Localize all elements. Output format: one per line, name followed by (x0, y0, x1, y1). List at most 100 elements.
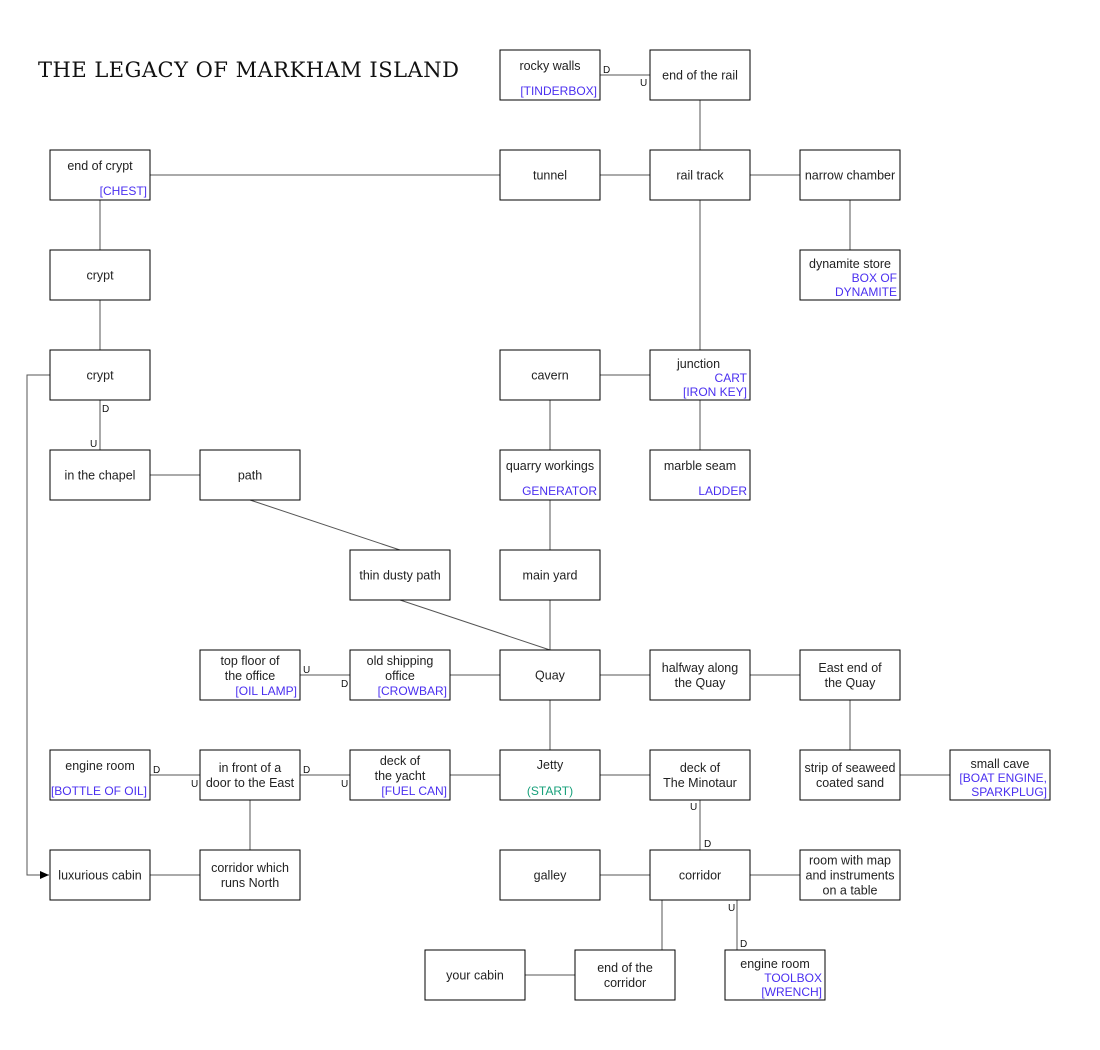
room-end-of-rail: end of the rail (649, 49, 751, 101)
direction-label: D (153, 765, 160, 776)
room-box (499, 49, 601, 101)
room-box (574, 949, 676, 1001)
room-box (49, 449, 151, 501)
room-box (499, 349, 601, 401)
room-box (799, 649, 901, 701)
room-tunnel: tunnel (499, 149, 601, 201)
room-item: TOOLBOX (764, 971, 822, 985)
room-name: the Quay (825, 676, 876, 690)
direction-label: U (640, 78, 647, 89)
room-box (49, 249, 151, 301)
direction-label: D (102, 404, 109, 415)
connection-line (26, 374, 50, 879)
room-box (799, 149, 901, 201)
room-name: strip of seaweed (804, 761, 895, 775)
room-narrow-chamber: narrow chamber (799, 149, 901, 201)
room-name: galley (534, 869, 567, 883)
room-name: cavern (531, 369, 569, 383)
room-quay: Quay (499, 649, 601, 701)
room-name: Jetty (537, 758, 564, 772)
room-box (649, 349, 751, 401)
room-cavern: cavern (499, 349, 601, 401)
room-name: quarry workings (506, 459, 594, 473)
start-marker: (START) (527, 784, 573, 798)
connection-line (249, 499, 401, 551)
room-name: the yacht (375, 769, 426, 783)
room-item: [CROWBAR] (378, 684, 447, 698)
room-box (499, 549, 601, 601)
room-main-yard: main yard (499, 549, 601, 601)
room-thin-dusty-path: thin dusty path (349, 549, 451, 601)
room-box (199, 849, 301, 901)
room-item: DYNAMITE (835, 285, 897, 299)
room-box (199, 649, 301, 701)
room-box (949, 749, 1051, 801)
direction-label: U (303, 665, 310, 676)
room-name: marble seam (664, 459, 736, 473)
connection: UD (300, 665, 350, 690)
room-box (49, 149, 151, 201)
room-box (349, 649, 451, 701)
room-box (424, 949, 526, 1001)
room-box (199, 749, 301, 801)
room-name: engine room (740, 957, 810, 971)
room-box (649, 449, 751, 501)
room-name: corridor which (211, 861, 289, 875)
rooms-layer: rocky walls[TINDERBOX]end of the railend… (49, 49, 1051, 1001)
room-name: your cabin (446, 969, 504, 983)
room-item: [BOTTLE OF OIL] (51, 784, 147, 798)
room-small-cave: small cave[BOAT ENGINE,SPARKPLUG] (949, 749, 1051, 801)
connection (249, 499, 401, 551)
room-item: [FUEL CAN] (381, 784, 447, 798)
connection: DU (150, 765, 200, 790)
map-title: THE LEGACY OF MARKHAM ISLAND (38, 58, 460, 82)
connection: UD (728, 900, 747, 950)
room-name: corridor (604, 976, 646, 990)
room-name: the Quay (675, 676, 726, 690)
room-luxurious-cabin: luxurious cabin (49, 849, 151, 901)
room-name: on a table (823, 884, 878, 898)
room-name: old shipping (367, 654, 434, 668)
room-in-the-chapel: in the chapel (49, 449, 151, 501)
connection (399, 599, 551, 651)
room-name: runs North (221, 876, 279, 890)
room-name: The Minotaur (663, 776, 737, 790)
room-item: CART (715, 371, 748, 385)
room-name: corridor (679, 869, 721, 883)
connection: DU (600, 65, 650, 89)
room-galley: galley (499, 849, 601, 901)
room-box (499, 849, 601, 901)
room-item: GENERATOR (522, 484, 597, 498)
direction-label: U (90, 439, 97, 450)
room-name: room with map (809, 854, 891, 868)
room-name: small cave (970, 757, 1029, 771)
room-name: in front of a (219, 761, 282, 775)
room-engine-room-yacht: engine room[BOTTLE OF OIL] (49, 749, 151, 801)
room-path: path (199, 449, 301, 501)
room-item: [OIL LAMP] (235, 684, 297, 698)
room-item: SPARKPLUG] (971, 785, 1047, 799)
room-item: LADDER (698, 484, 747, 498)
room-name: dynamite store (809, 257, 891, 271)
room-box (799, 849, 901, 901)
room-item: [TINDERBOX] (520, 84, 597, 98)
room-name: door to the East (206, 776, 295, 790)
room-name: junction (676, 357, 720, 371)
direction-label: U (728, 903, 735, 914)
room-jetty: Jetty (START) (499, 749, 601, 801)
room-name: thin dusty path (359, 569, 440, 583)
room-name: crypt (86, 369, 114, 383)
room-box (649, 49, 751, 101)
